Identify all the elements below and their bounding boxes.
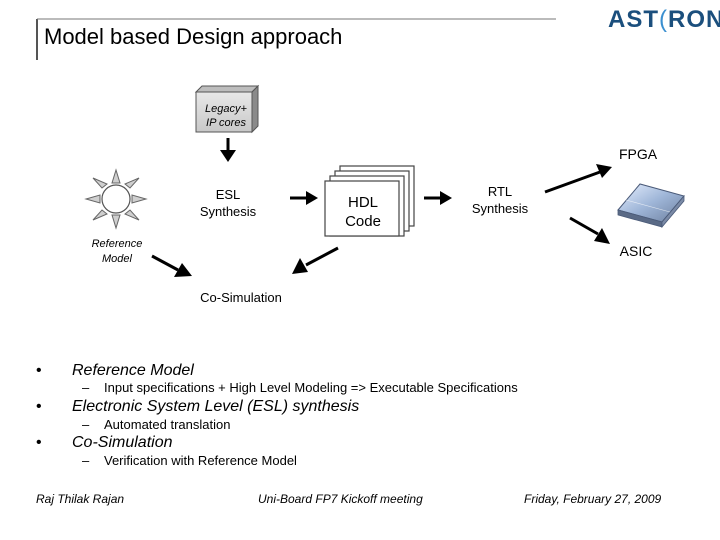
sub-bullet-text: Verification with Reference Model	[104, 453, 297, 468]
logo-left-text: AST	[608, 6, 659, 33]
cosimulation-label: Co-Simulation	[200, 290, 282, 305]
rtl-synthesis-label: RTL Synthesis	[462, 183, 538, 217]
hdl-code-document-stack	[324, 165, 415, 237]
hdl-code-label: HDL Code	[326, 193, 400, 231]
sub-bullet-text: Input specifications + High Level Modeli…	[104, 380, 518, 395]
footer-date: Friday, February 27, 2009	[524, 492, 662, 506]
logo-right-text: RON	[668, 6, 720, 33]
legacy-label-line1: Legacy+	[205, 103, 247, 115]
bullet-text: Electronic System Level (ESL) synthesis	[72, 398, 360, 415]
reference-model-line2: Model	[102, 253, 132, 265]
legacy-label-line2: IP cores	[206, 117, 246, 129]
rtl-line1: RTL	[487, 184, 513, 199]
fpga-label: FPGA	[618, 146, 658, 162]
sub-bullet-text: Automated translation	[104, 417, 231, 432]
bullet-marker: •	[36, 434, 42, 451]
bullet-reference-model: • Reference Model	[36, 362, 194, 380]
sub-bullet-marker: –	[82, 380, 90, 395]
footer-author: Raj Thilak Rajan	[36, 492, 125, 506]
reference-to-cosim-arrow	[151, 254, 192, 277]
rtl-line2: Synthesis	[471, 201, 529, 216]
hdl-to-rtl-arrow	[424, 191, 452, 205]
sub-bullet-marker: –	[82, 453, 90, 468]
esl-to-hdl-arrow	[290, 191, 318, 205]
bullet-co-simulation: • Co-Simulation	[36, 434, 172, 452]
asic-label: ASIC	[619, 243, 653, 259]
footer-event: Uni-Board FP7 Kickoff meeting	[258, 492, 423, 506]
sub-bullet-marker: –	[82, 417, 90, 432]
bullet-marker: •	[36, 362, 42, 379]
hdl-to-cosim-arrow	[292, 246, 339, 274]
rtl-to-asic-arrow	[569, 216, 610, 244]
bullet-marker: •	[36, 398, 42, 415]
reference-model-sun-icon	[84, 168, 148, 230]
slide-title: Model based Design approach	[44, 24, 343, 49]
bullet-text: Co-Simulation	[72, 434, 173, 451]
legacy-ip-box	[194, 84, 260, 134]
bullet-esl-synthesis: • Electronic System Level (ESL) synthesis	[36, 398, 359, 416]
bullet-text: Reference Model	[72, 362, 194, 379]
legacy-down-arrow	[220, 138, 236, 162]
fpga-chip-icon	[617, 183, 685, 229]
sub-bullet-input-specs: –Input specifications + High Level Model…	[82, 380, 518, 395]
astron-logo: AST(RON	[608, 6, 720, 34]
title-frame	[36, 18, 556, 60]
esl-synthesis-label: ESL Synthesis	[190, 186, 266, 220]
sub-bullet-automated-translation: –Automated translation	[82, 417, 230, 432]
esl-line1: ESL	[215, 187, 241, 202]
reference-model-label: Reference Model	[80, 237, 154, 267]
logo-paren: (	[659, 6, 668, 33]
rtl-to-fpga-arrow	[544, 164, 612, 194]
sub-bullet-verification: –Verification with Reference Model	[82, 453, 297, 468]
legacy-box-label: Legacy+ IP cores	[198, 102, 254, 130]
hdl-line1: HDL	[347, 194, 378, 211]
hdl-line2: Code	[345, 213, 381, 230]
reference-model-line1: Reference	[91, 238, 143, 250]
esl-line2: Synthesis	[199, 204, 257, 219]
